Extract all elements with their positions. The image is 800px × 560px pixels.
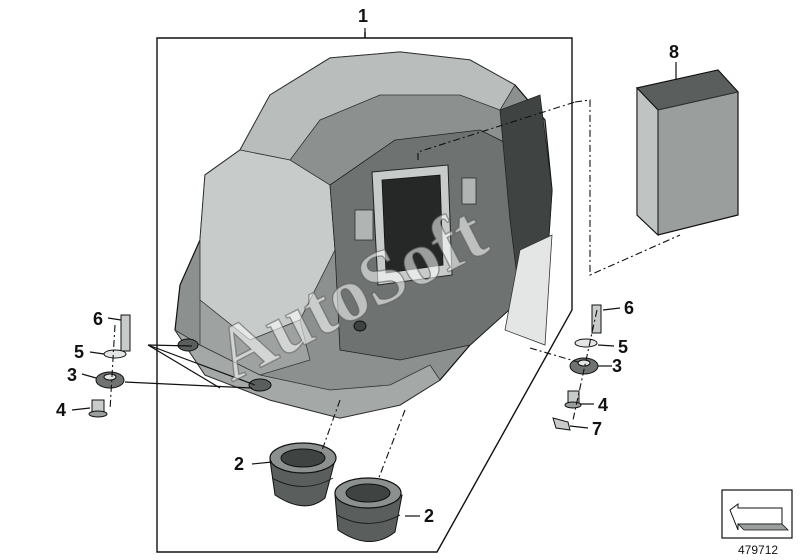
callout-1: 1 <box>358 6 368 26</box>
reference-number: 479712 <box>738 543 778 557</box>
washer-left <box>103 349 127 359</box>
air-filter-housing <box>174 51 553 419</box>
callout-8: 8 <box>669 42 679 62</box>
callout-7: 7 <box>592 419 602 439</box>
parts-arrow-icon <box>721 489 793 539</box>
callout-4-right: 4 <box>598 395 608 415</box>
intake-boot-lower <box>334 477 403 542</box>
callout-2-lower: 2 <box>424 506 434 526</box>
washer-right <box>574 338 598 348</box>
callout-3-right: 3 <box>612 356 622 376</box>
filter-element <box>636 69 739 237</box>
intake-boot-upper <box>269 442 337 507</box>
clamp-right <box>552 417 571 431</box>
callout-5-right: 5 <box>618 337 628 357</box>
callout-6-right: 6 <box>624 298 634 318</box>
callout-6-left: 6 <box>93 309 103 329</box>
left-hardware-stack <box>88 314 131 418</box>
assembly-lines <box>109 99 681 481</box>
bolt-right <box>591 304 602 334</box>
callout-4-left: 4 <box>56 400 66 420</box>
bolt-left <box>120 314 131 352</box>
callout-2-upper: 2 <box>234 454 244 474</box>
callout-5-left: 5 <box>74 342 84 362</box>
leader-lines <box>71 28 677 517</box>
right-hardware-stack <box>552 304 602 431</box>
callout-3-left: 3 <box>67 365 77 385</box>
assembly-frame <box>156 32 573 553</box>
callouts: 1 8 2 2 6 5 3 4 6 5 3 4 7 <box>56 6 679 526</box>
